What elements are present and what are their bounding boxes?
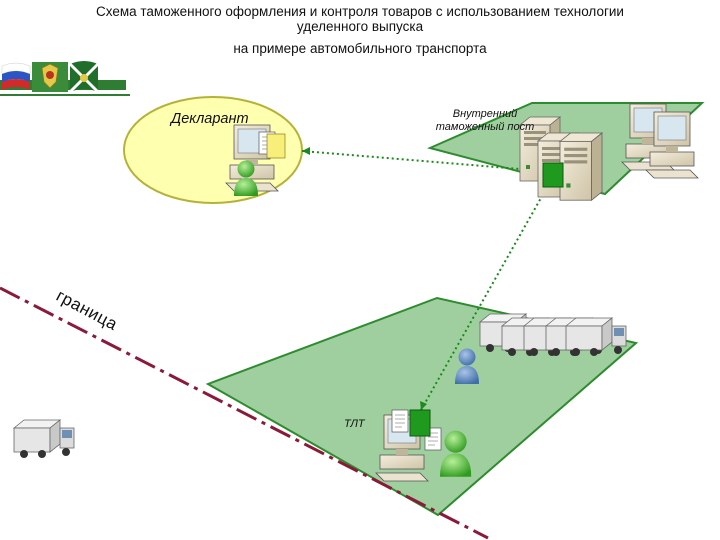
russian-flag-icon <box>1 62 31 90</box>
server-icon <box>559 132 603 201</box>
border-line <box>0 286 489 540</box>
title-line-2: уделенного выпуска <box>296 19 424 34</box>
arrowhead-icon <box>420 401 427 410</box>
truck-icon <box>13 419 75 459</box>
declarant-label: Декларант <box>171 111 249 127</box>
inland-post-label: Внутренний таможенный пост <box>435 108 535 133</box>
truck-icon <box>565 317 627 357</box>
document-icon <box>391 409 409 433</box>
tlt-workstation <box>375 409 472 482</box>
green-node-icon <box>409 409 431 437</box>
customs-flag-icon <box>68 61 100 94</box>
document-icon <box>258 131 286 159</box>
title-line-1: Схема таможенного оформления и контроля … <box>96 4 624 19</box>
green-node-icon <box>542 162 564 188</box>
link-post-tlt <box>420 181 551 411</box>
declarant-workstation <box>225 124 286 196</box>
tlt-label: ТЛТ <box>344 418 365 430</box>
header-emblem-bar <box>0 61 130 96</box>
arrowhead-icon <box>302 147 310 155</box>
customs-emblem-icon <box>32 62 68 92</box>
title-line-3: на примере автомобильного транспорта <box>233 41 487 56</box>
inland-post-servers <box>519 116 603 201</box>
